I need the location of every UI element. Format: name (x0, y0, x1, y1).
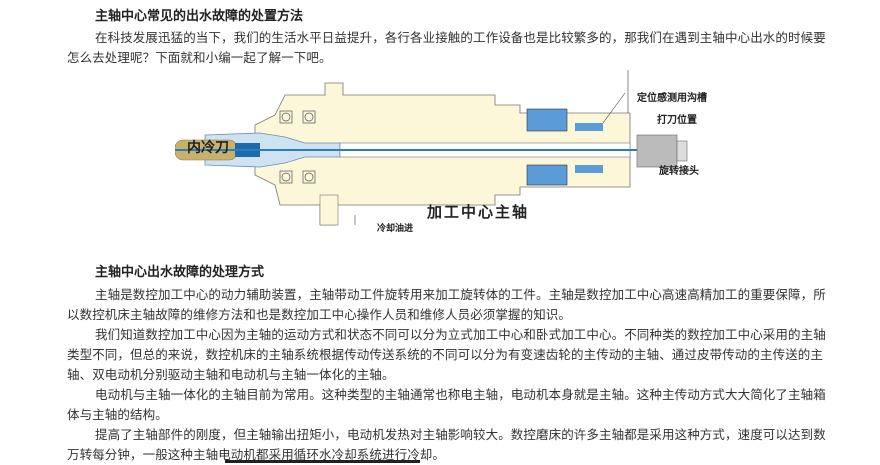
label-rotary-joint: 旋转接头 (659, 166, 699, 177)
image-top-edge (225, 460, 420, 463)
paragraph: 我们知道数控加工中心因为主轴的运动方式和状态不同可以分为立式加工中心和卧式加工中… (67, 327, 826, 382)
spindle-diagram: ‹ ‹ (175, 65, 735, 240)
paragraph: 电动机与主轴一体化的主轴目前为常用。这种类型的主轴通常也称电主轴，电动机本身就是… (67, 387, 826, 422)
label-coolant-tool: 内冷刀 (187, 140, 229, 156)
label-positioning-groove: 定位感测用沟槽 (637, 93, 707, 104)
section-body: 主轴是数控加工中心的动力辅助装置，主轴带动工件旋转用来加工旋转体的工件。主轴是数… (67, 285, 832, 465)
paragraph: 提高了主轴部件的刚度，但主轴输出扭矩小，电动机发热对主轴影响较大。数控磨床的许多… (67, 427, 826, 462)
intro-paragraph: 在科技发展迅猛的当下，我们的生活水平日益提升，各行各业接触的工作设备也是比较繁多… (67, 30, 826, 65)
label-coolant-inlet: 冷却油进 (377, 224, 414, 234)
section-title: 主轴中心常见的出水故障的处置方法 (95, 9, 304, 24)
section-title: 主轴中心出水故障的处理方式 (95, 265, 265, 280)
label-tool-strike: 打刀位置 (657, 115, 697, 126)
paragraph: 主轴是数控加工中心的动力辅助装置，主轴带动工件旋转用来加工旋转体的工件。主轴是数… (67, 287, 826, 322)
diagram-title: 加工中心主轴 (427, 203, 530, 221)
